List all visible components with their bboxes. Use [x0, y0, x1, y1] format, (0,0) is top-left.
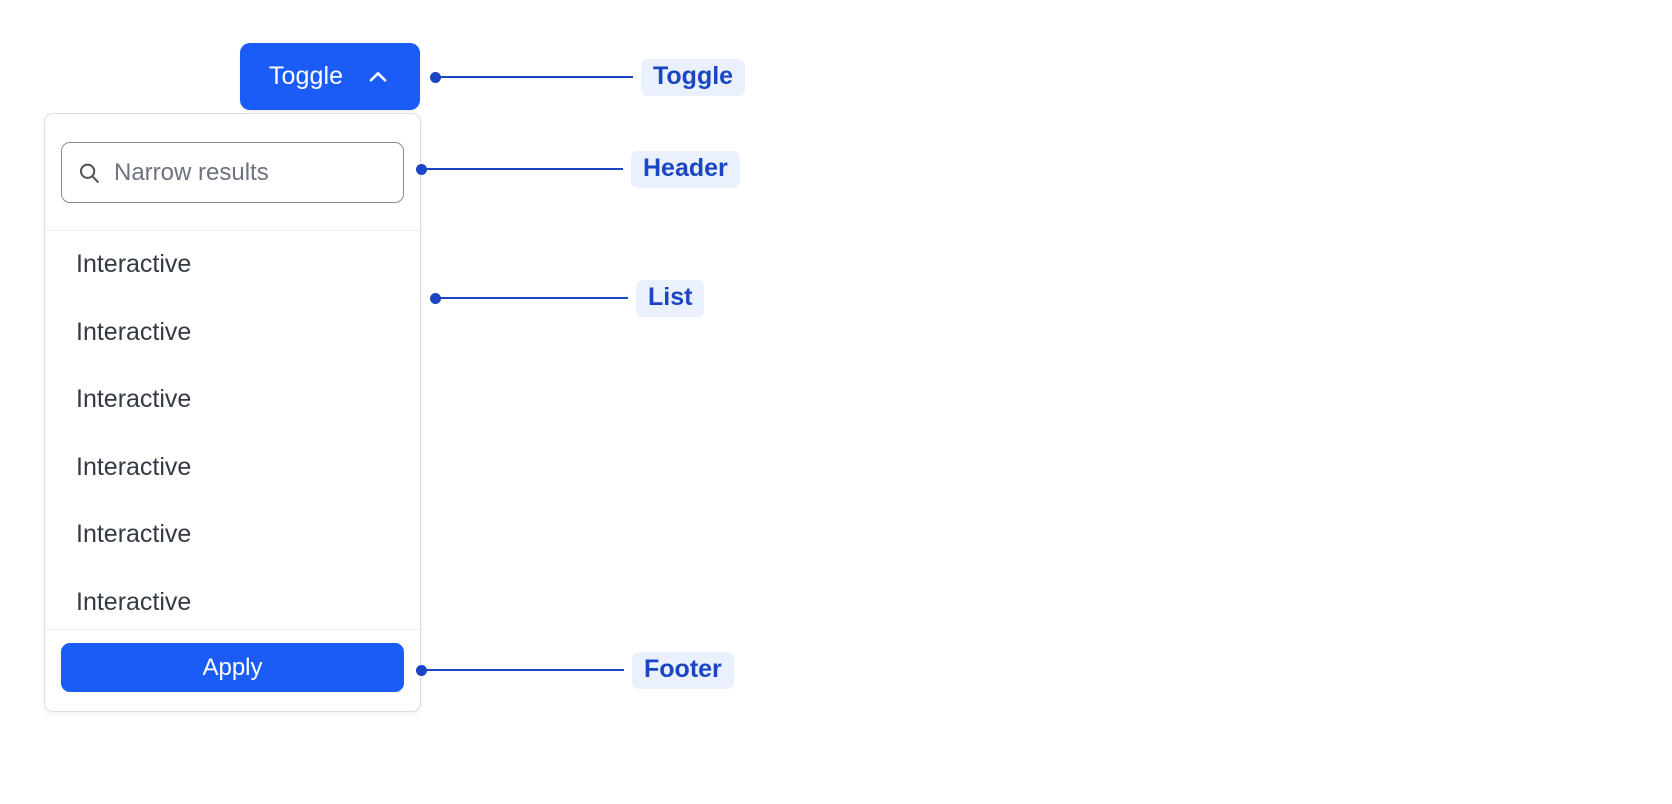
annotation-label: List [636, 279, 705, 317]
search-input[interactable] [114, 158, 389, 187]
annotation-label: Toggle [641, 58, 746, 96]
search-field[interactable] [61, 142, 404, 203]
list-item[interactable]: Interactive [45, 569, 420, 630]
list-item-label: Interactive [76, 385, 192, 414]
list-item-label: Interactive [76, 520, 192, 549]
annotation-dot-icon [416, 163, 427, 175]
apply-button[interactable]: Apply [61, 643, 404, 692]
list-item-label: Interactive [76, 452, 192, 481]
annotation-footer: Footer [416, 651, 734, 689]
annotation-dot-icon [430, 292, 441, 304]
dropdown-list: Interactive Interactive Interactive Inte… [45, 231, 420, 629]
toggle-button[interactable]: Toggle [240, 43, 420, 110]
toggle-button-label: Toggle [268, 62, 344, 90]
list-item[interactable]: Interactive [45, 299, 420, 367]
search-icon [76, 160, 102, 186]
dropdown-header [45, 114, 420, 231]
annotation-leader-line [426, 167, 623, 171]
dropdown-panel: Interactive Interactive Interactive Inte… [44, 113, 421, 712]
list-item[interactable]: Interactive [45, 501, 420, 569]
list-item[interactable]: Interactive [45, 434, 420, 502]
list-item[interactable]: Interactive [45, 366, 420, 434]
annotation-header: Header [416, 150, 740, 188]
annotation-leader-line [426, 668, 624, 672]
chevron-up-icon [365, 64, 391, 90]
dropdown-footer: Apply [45, 629, 420, 711]
annotation-list: List [430, 279, 705, 317]
annotation-leader-line [440, 75, 633, 79]
annotation-label: Footer [632, 651, 734, 689]
list-item-label: Interactive [76, 317, 192, 346]
annotation-toggle: Toggle [430, 58, 746, 96]
list-item[interactable]: Interactive [45, 231, 420, 299]
list-item-label: Interactive [76, 587, 192, 616]
annotation-leader-line [440, 296, 628, 300]
annotation-dot-icon [416, 664, 427, 676]
annotation-dot-icon [430, 71, 441, 83]
annotation-label: Header [631, 150, 740, 188]
list-item-label: Interactive [76, 250, 192, 279]
